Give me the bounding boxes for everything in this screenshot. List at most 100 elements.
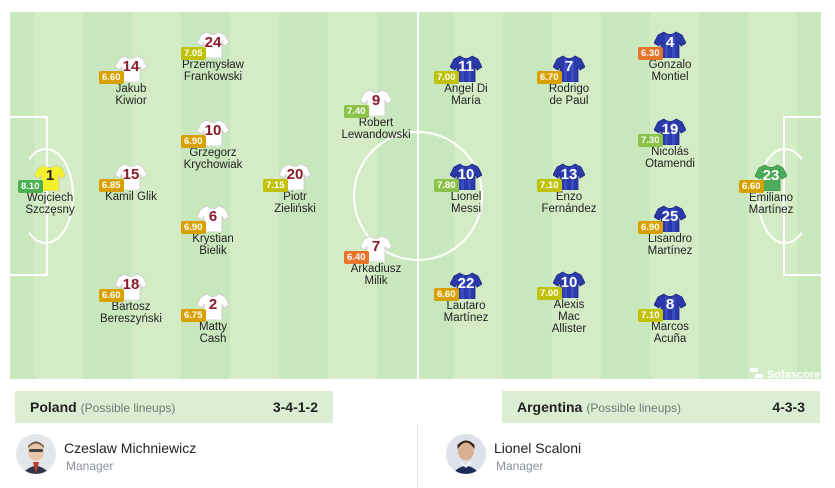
shirt-number: 15 (122, 166, 140, 183)
shirt-number: 18 (122, 276, 140, 293)
away-manager-name: Lionel Scaloni (494, 440, 582, 456)
penalty-arc-right (757, 148, 813, 244)
player-rating: 6.70 (537, 71, 562, 84)
shirt-number: 22 (457, 275, 475, 292)
home-team-name[interactable]: Poland(Possible lineups) (30, 399, 175, 415)
away-manager-role: Manager (496, 459, 544, 473)
home-manager-name: Czeslaw Michniewicz (64, 440, 197, 456)
player-rating: 6.90 (181, 221, 206, 234)
sofascore-watermark: Sofascore (750, 367, 820, 379)
shirt-number: 13 (560, 166, 578, 183)
player-rating: 7.10 (537, 179, 562, 192)
player-rating: 7.10 (638, 309, 663, 322)
player-rating: 8.10 (18, 180, 43, 193)
player-rating: 6.60 (99, 71, 124, 84)
away-manager[interactable]: Lionel Scaloni Manager (438, 424, 828, 488)
sofascore-logo-icon (750, 367, 764, 379)
home-team-label: Poland (30, 399, 77, 415)
shirt-number: 14 (122, 58, 140, 75)
shirt-number: 11 (458, 58, 474, 75)
penalty-arc-left (18, 148, 74, 244)
player-rating: 6.60 (99, 289, 124, 302)
manager-divider (417, 424, 418, 488)
away-lineup-status: (Possible lineups) (586, 401, 682, 415)
shirt-number: 10 (560, 274, 578, 291)
shirt-number: 20 (286, 166, 304, 183)
shirt-number: 7 (564, 58, 574, 75)
shirt-number: 1 (45, 167, 55, 184)
player-rating: 6.90 (638, 221, 663, 234)
shirt-number: 6 (208, 208, 218, 225)
away-manager-avatar (446, 434, 486, 474)
player-rating: 7.40 (344, 105, 369, 118)
shirt-number: 25 (661, 208, 679, 225)
shirt-number: 2 (208, 296, 218, 313)
shirt-number: 10 (204, 122, 222, 139)
away-team-name[interactable]: Argentina(Possible lineups) (517, 399, 681, 415)
home-formation: 3-4-1-2 (272, 399, 318, 415)
home-manager[interactable]: Czeslaw Michniewicz Manager (8, 424, 408, 488)
shirt-number: 24 (204, 34, 222, 51)
away-team-label: Argentina (517, 399, 583, 415)
home-manager-avatar (16, 434, 56, 474)
player-rating: 7.30 (638, 134, 663, 147)
shirt-number: 23 (762, 167, 780, 184)
pitch-stripe (230, 12, 279, 379)
player-rating: 6.60 (739, 180, 764, 193)
player-rating: 6.75 (181, 309, 206, 322)
away-team-bar: Argentina(Possible lineups) 4-3-3 (502, 391, 820, 423)
center-circle (353, 131, 483, 261)
player-rating: 6.60 (434, 288, 459, 301)
